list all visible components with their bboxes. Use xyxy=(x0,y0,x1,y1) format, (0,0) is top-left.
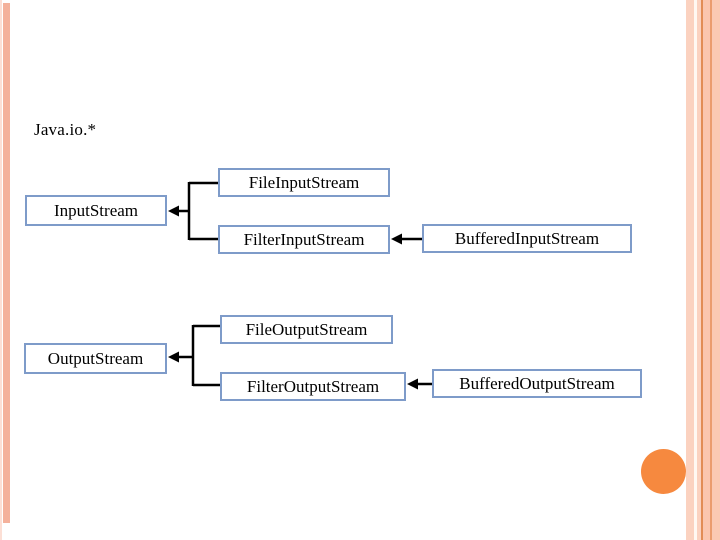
right-stripe xyxy=(712,0,720,540)
node-label: FilterOutputStream xyxy=(246,376,380,396)
left-accent-bar xyxy=(3,3,10,523)
node-buffered-input-stream: BufferedInputStream xyxy=(422,224,632,253)
node-input-stream: InputStream xyxy=(25,195,167,226)
node-label: BufferedOutputStream xyxy=(459,373,615,393)
right-stripe xyxy=(694,0,697,540)
right-stripe xyxy=(701,0,703,540)
left-edge-stripe xyxy=(0,0,2,540)
node-label: FileOutputStream xyxy=(245,319,368,339)
arrowhead-to-filter-output-stream xyxy=(407,378,418,390)
node-filter-output-stream: FilterOutputStream xyxy=(220,372,406,401)
node-label: FilterInputStream xyxy=(243,229,365,249)
right-stripe xyxy=(686,0,694,540)
node-label: InputStream xyxy=(53,200,139,220)
node-label: BufferedInputStream xyxy=(454,228,600,248)
node-output-stream: OutputStream xyxy=(24,343,167,374)
node-label: FileInputStream xyxy=(248,172,360,192)
package-label: Java.io.* xyxy=(34,120,97,139)
node-buffered-output-stream: BufferedOutputStream xyxy=(432,369,642,398)
right-stripe xyxy=(697,0,701,540)
node-file-input-stream: FileInputStream xyxy=(218,168,390,197)
right-stripe-group xyxy=(686,0,720,540)
arrowhead-to-output-stream xyxy=(168,351,179,363)
decorative-circle xyxy=(641,449,686,494)
arrowhead-to-filter-input-stream xyxy=(391,233,402,245)
right-stripe xyxy=(703,0,710,540)
node-filter-input-stream: FilterInputStream xyxy=(218,225,390,254)
arrowhead-to-input-stream xyxy=(168,205,179,217)
right-stripe xyxy=(710,0,712,540)
node-label: OutputStream xyxy=(47,348,144,368)
node-file-output-stream: FileOutputStream xyxy=(220,315,393,344)
